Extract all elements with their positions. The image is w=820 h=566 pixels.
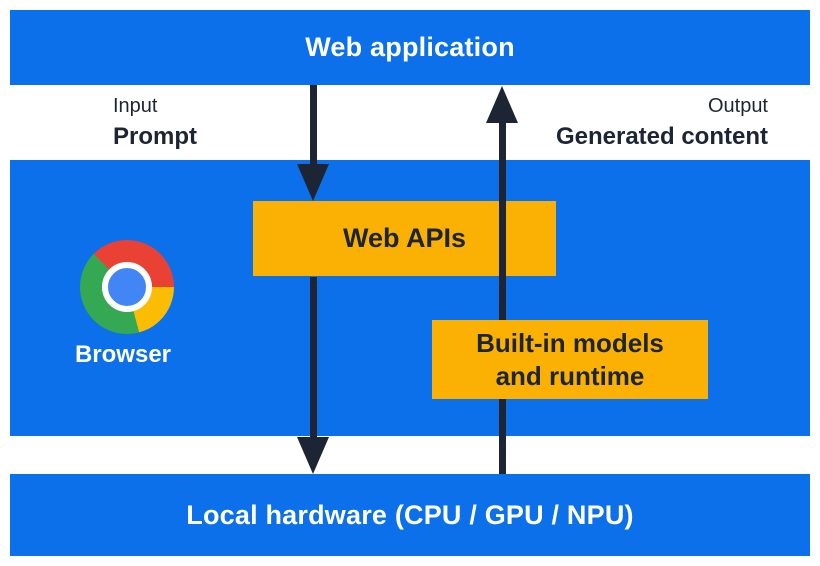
up-arrow-line-top (499, 123, 506, 320)
web-apis-label: Web APIs (342, 223, 467, 253)
down-arrow-head-top (297, 164, 329, 201)
chrome-logo-icon (80, 240, 174, 334)
builtin-models-label-line2: and runtime (495, 360, 645, 391)
builtin-models-box: Built-in models and runtime (432, 320, 708, 399)
builtin-models-label-line1: Built-in models (476, 327, 664, 358)
local-hardware-bar: Local hardware (CPU / GPU / NPU) (10, 474, 810, 556)
output-value: Generated content (555, 123, 768, 150)
browser-panel: Browser Web APIs Built-in models and run… (10, 160, 810, 436)
down-arrow-line-top (310, 85, 317, 164)
local-hardware-label: Local hardware (CPU / GPU / NPU) (186, 499, 634, 530)
input-label-block: Input Prompt (113, 94, 197, 151)
output-label-block: Output Generated content (556, 94, 768, 151)
browser-label: Browser (74, 341, 172, 368)
up-arrow-line-bottom (499, 399, 506, 474)
chrome-logo-center (102, 262, 152, 312)
down-arrow-head-bottom (297, 437, 329, 474)
web-apis-box: Web APIs (253, 201, 556, 276)
input-title: Input (113, 95, 158, 117)
up-arrow-head (486, 86, 518, 123)
web-application-label: Web application (305, 32, 515, 62)
input-value: Prompt (113, 123, 197, 150)
down-arrow-line-bottom (310, 277, 317, 438)
output-title: Output (707, 95, 768, 117)
web-application-bar: Web application (10, 10, 810, 85)
